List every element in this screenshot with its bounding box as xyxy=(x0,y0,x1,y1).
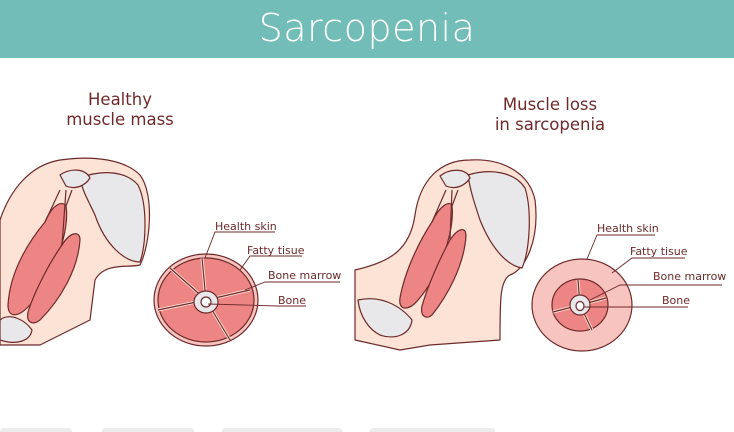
healthy-heading-line1: Healthy xyxy=(88,90,152,109)
sarcopenia-label-bone: Bone xyxy=(662,294,691,307)
sarcopenia-leader-lines xyxy=(584,234,722,308)
title-banner: Sarcopenia xyxy=(0,0,734,58)
healthy-label-skin: Health skin xyxy=(215,220,277,233)
sarcopenia-heading: Muscle loss in sarcopenia xyxy=(470,95,630,135)
footer-tab xyxy=(370,428,495,432)
sarcopenia-label-marrow: Bone marrow xyxy=(653,270,727,283)
sarcopenia-label-skin: Health skin xyxy=(597,222,659,235)
footer-tab xyxy=(0,428,72,432)
healthy-heading: Healthy muscle mass xyxy=(40,90,200,130)
sarcopenia-arm-illustration xyxy=(354,159,537,351)
healthy-heading-line2: muscle mass xyxy=(66,110,174,129)
sarcopenia-heading-line2: in sarcopenia xyxy=(494,115,606,134)
footer-tab xyxy=(102,428,194,432)
healthy-cross-section xyxy=(153,253,259,347)
healthy-leader-lines xyxy=(204,231,340,307)
footer-tab xyxy=(222,428,342,432)
healthy-label-marrow: Bone marrow xyxy=(268,269,342,282)
sarcopenia-cross-section xyxy=(531,258,633,352)
page-title: Sarcopenia xyxy=(258,6,476,50)
healthy-label-fat: Fatty tisue xyxy=(247,244,305,257)
healthy-arm-illustration xyxy=(0,157,150,346)
sarcopenia-heading-line1: Muscle loss xyxy=(502,95,598,114)
healthy-label-bone: Bone xyxy=(278,294,307,307)
sarcopenia-label-fat: Fatty tisue xyxy=(630,245,688,258)
